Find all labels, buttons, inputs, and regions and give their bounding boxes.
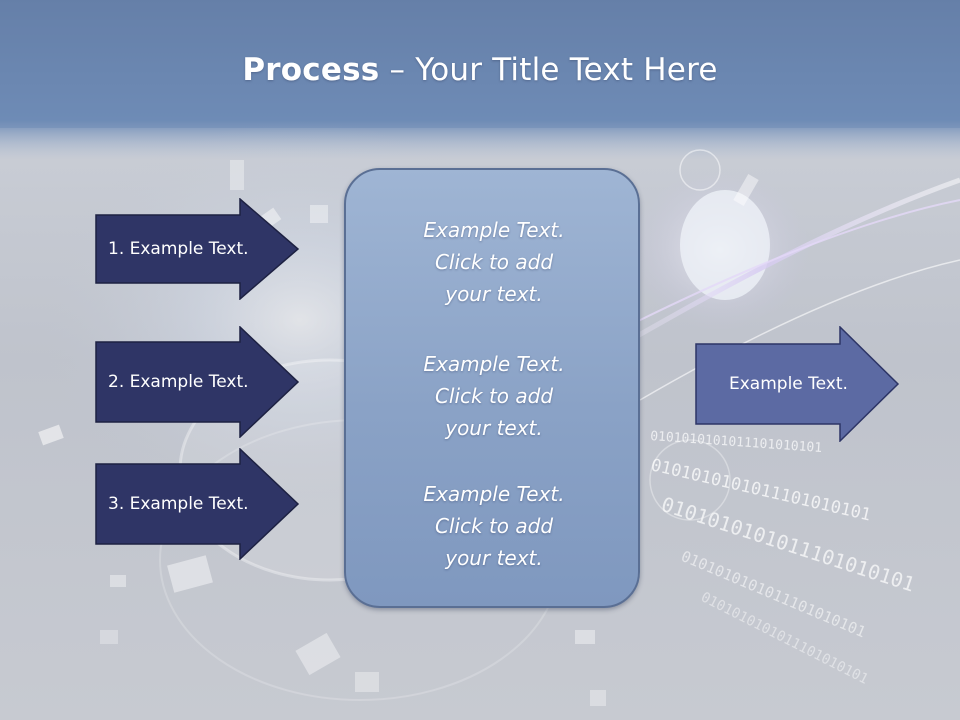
- center-block-3-line-1: Example Text.: [423, 482, 565, 506]
- center-block-1-line-1: Example Text.: [423, 218, 565, 242]
- center-text-box[interactable]: Example Text. Click to add your text. Ex…: [344, 168, 640, 608]
- title-rest: – Your Title Text Here: [379, 52, 718, 88]
- right-arrow[interactable]: Example Text.: [695, 326, 900, 442]
- left-arrow-2[interactable]: 2. Example Text.: [95, 326, 300, 438]
- right-arrow-label: Example Text.: [729, 374, 848, 394]
- slide-title: Process – Your Title Text Here: [0, 52, 960, 88]
- center-text-block-3: Example Text. Click to add your text.: [346, 478, 642, 574]
- center-block-3-line-3: your text.: [445, 546, 543, 570]
- left-arrow-3-label: 3. Example Text.: [108, 494, 249, 514]
- left-arrow-1-label: 1. Example Text.: [108, 239, 249, 259]
- center-text-block-1: Example Text. Click to add your text.: [346, 214, 642, 310]
- center-block-1-line-3: your text.: [445, 282, 543, 306]
- center-block-3-line-2: Click to add: [434, 514, 554, 538]
- center-block-2-line-1: Example Text.: [423, 352, 565, 376]
- left-arrow-1[interactable]: 1. Example Text.: [95, 198, 300, 300]
- left-arrow-2-label: 2. Example Text.: [108, 372, 249, 392]
- center-block-2-line-3: your text.: [445, 416, 543, 440]
- center-text-block-2: Example Text. Click to add your text.: [346, 348, 642, 444]
- title-bold: Process: [242, 52, 380, 88]
- left-arrow-3[interactable]: 3. Example Text.: [95, 448, 300, 560]
- center-block-2-line-2: Click to add: [434, 384, 554, 408]
- center-block-1-line-2: Click to add: [434, 250, 554, 274]
